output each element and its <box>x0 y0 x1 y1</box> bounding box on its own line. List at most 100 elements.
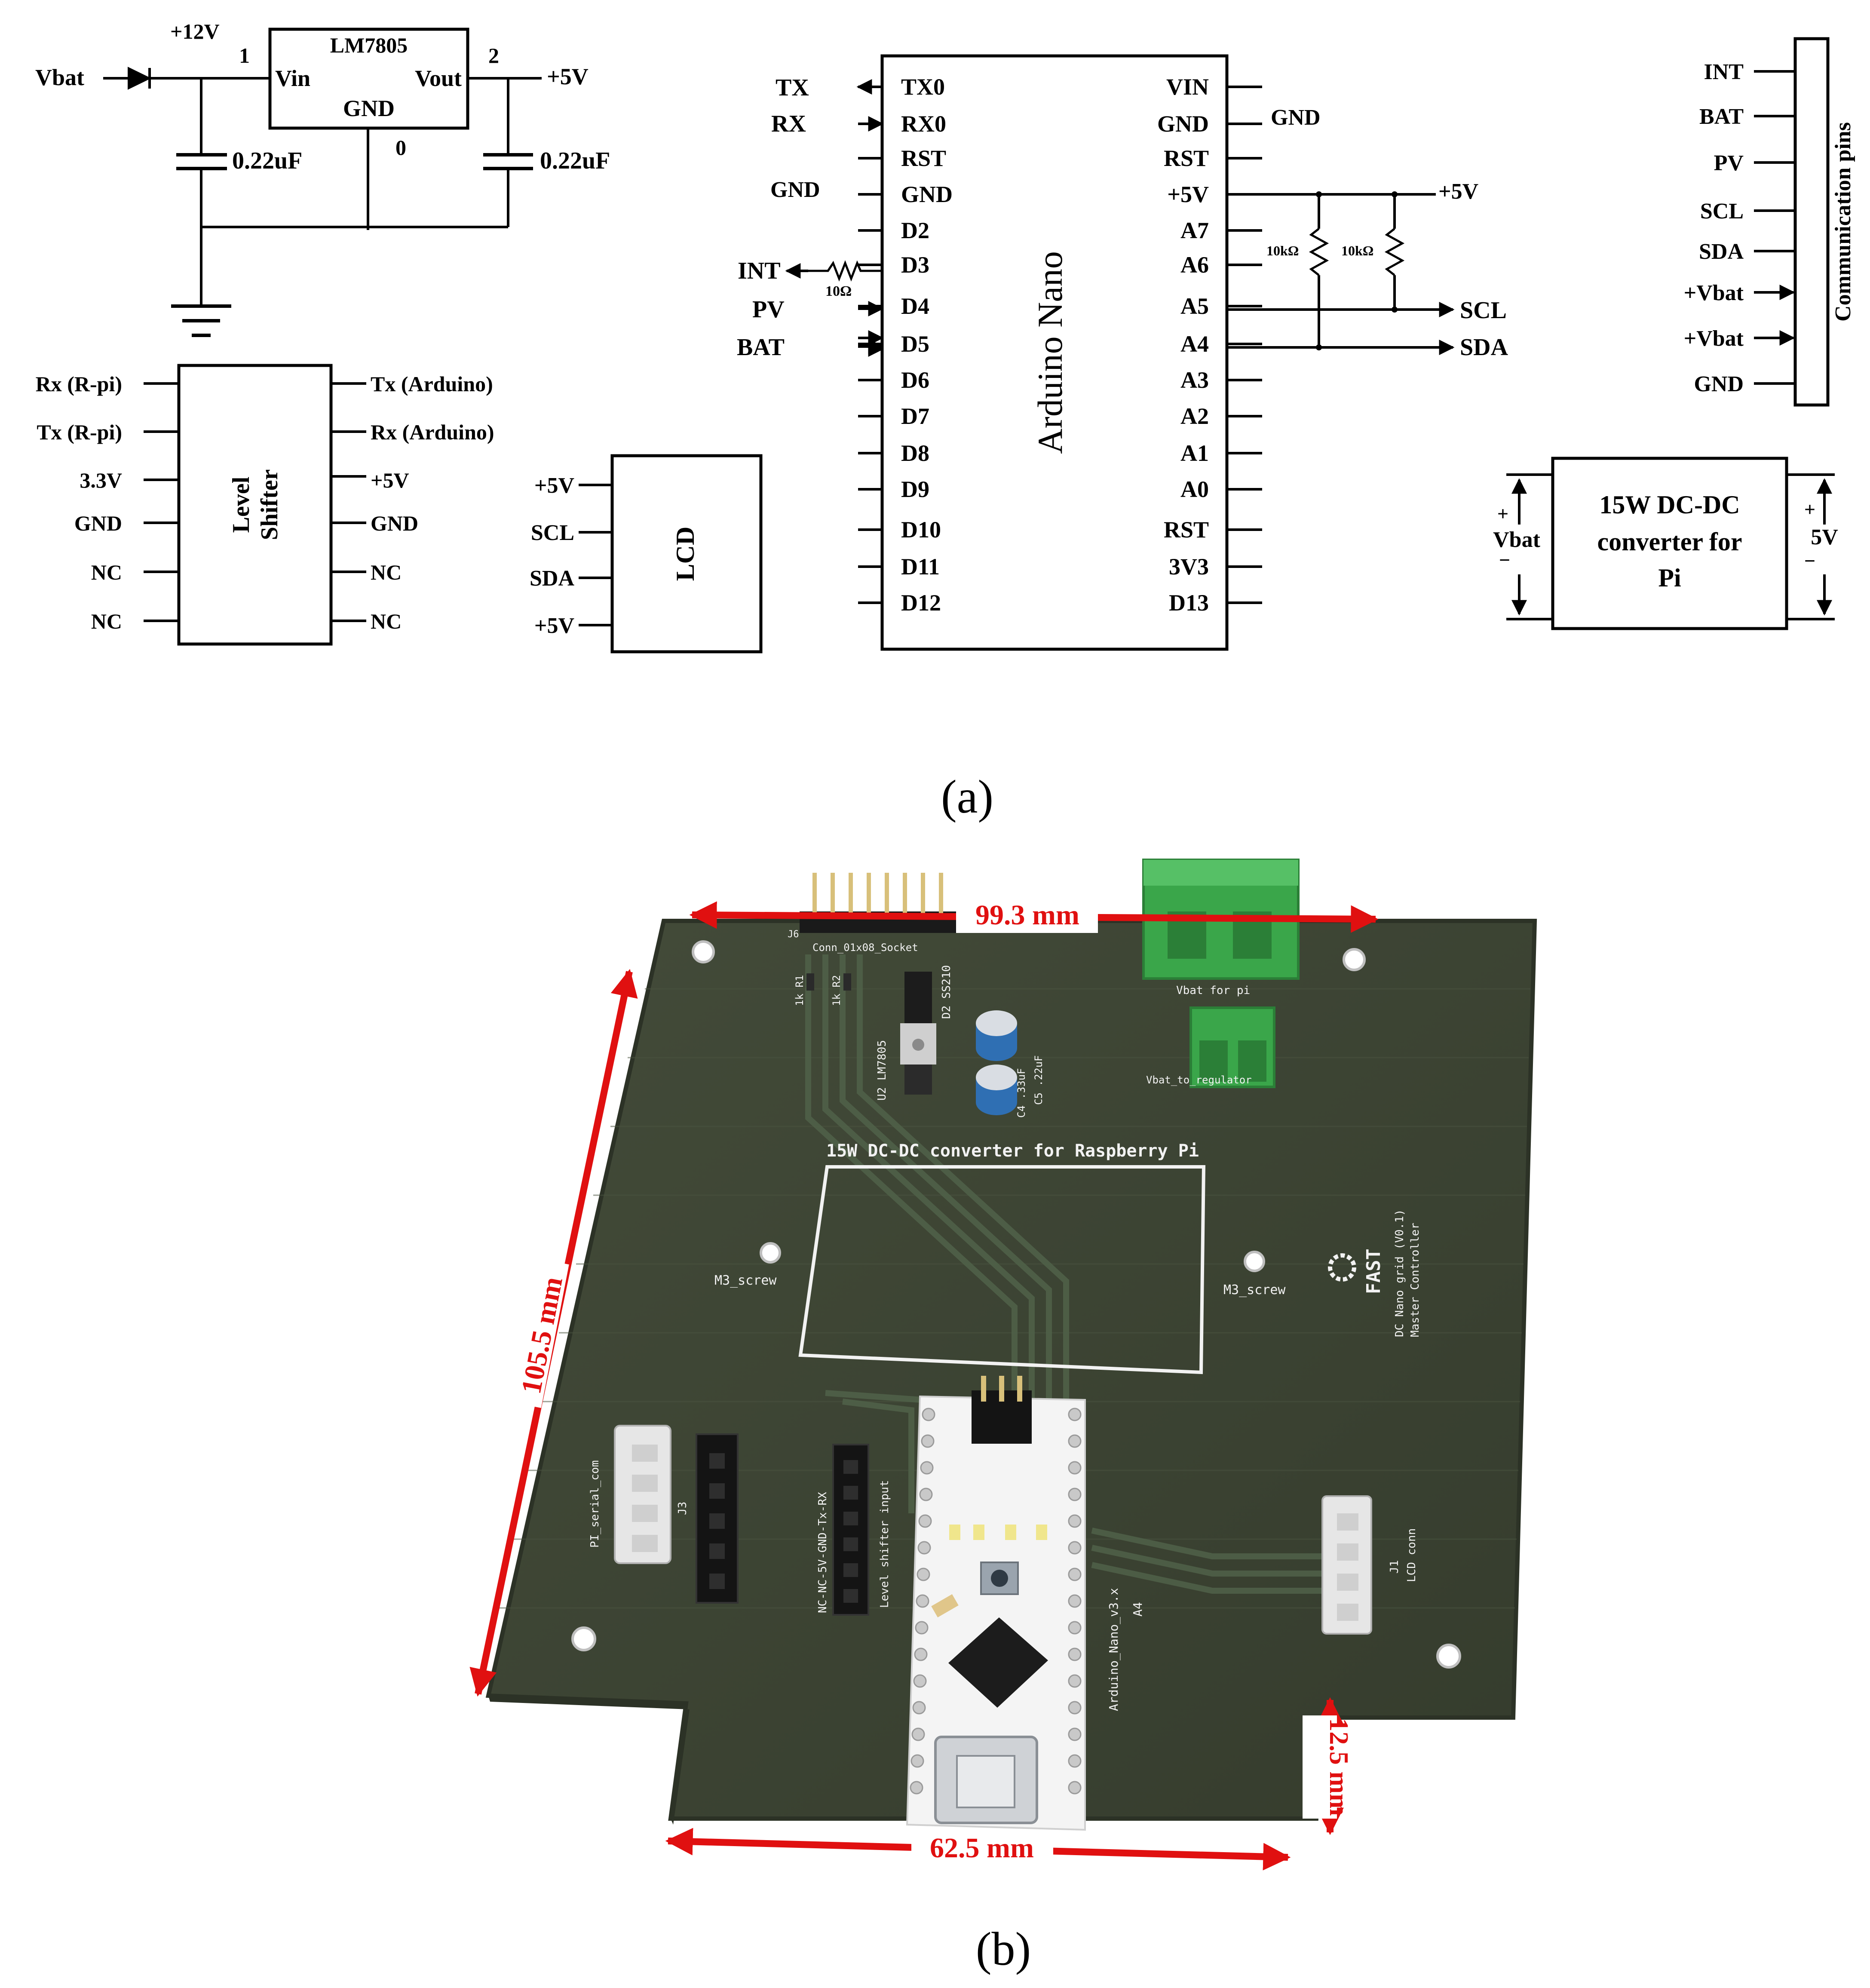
c4-label: C4 .33uF <box>1015 1068 1027 1118</box>
nano-pin <box>911 1727 925 1741</box>
j1-label: J1 <box>1388 1560 1401 1574</box>
caption-b: (b) <box>976 1923 1031 1975</box>
dc-dc-converter <box>1506 457 1835 630</box>
nano-pin <box>921 1434 935 1448</box>
j3-label: J3 <box>676 1502 689 1515</box>
arduino-left-pin-label: D7 <box>901 403 929 429</box>
mounting-hole <box>1436 1644 1461 1669</box>
regulator-ref-label: U2 LM7805 <box>876 1040 889 1101</box>
level-shifter-left-pin-label: GND <box>74 511 122 535</box>
comm-pin-label: SCL <box>1700 199 1744 224</box>
nano-pin <box>1068 1568 1082 1581</box>
nano-pin <box>1068 1461 1082 1475</box>
nano-pin <box>913 1674 927 1688</box>
r2-label: 1k R2 <box>831 975 843 1006</box>
level-shifter-right-pin-label: GND <box>371 511 418 535</box>
arduino-left-pin-label: D11 <box>901 554 940 580</box>
lcd-pin-label: SCL <box>531 521 574 545</box>
level-shifter-title-1: Level <box>228 477 254 533</box>
nano-pin <box>1068 1647 1082 1661</box>
nano-pin <box>916 1594 929 1608</box>
arduino-left-pin-label: D2 <box>901 218 929 243</box>
comm-pin-label: BAT <box>1699 104 1744 129</box>
arduino-right-pin-label: A5 <box>1180 293 1209 319</box>
nano-pin <box>1068 1514 1082 1528</box>
arduino-right-pin-label: VIN <box>1166 74 1209 100</box>
nano-pin <box>1068 1488 1082 1501</box>
nano-pin <box>910 1754 924 1768</box>
dim-right-label: 12.5 mm <box>1324 1718 1353 1816</box>
arduino-right-pin-label: A0 <box>1180 476 1209 502</box>
nano-pin <box>920 1461 934 1475</box>
signal-gnd-left: GND <box>770 178 820 202</box>
pullup-resistor-1 <box>1309 228 1329 276</box>
regulator-pin1: 1 <box>239 43 250 67</box>
level-shifter-title-2: Shifter <box>256 469 283 540</box>
comm-pin-label: +Vbat <box>1684 281 1744 305</box>
comm-title: Communication pins <box>1831 122 1855 322</box>
regulator-gnd-label: GND <box>343 95 395 121</box>
regulator-vout-label: Vout <box>415 65 462 91</box>
arduino-right-pin-label: A1 <box>1180 440 1209 466</box>
screw-label-left: M3_screw <box>714 1273 777 1288</box>
comm-pin-label: PV <box>1714 151 1744 175</box>
arduino-left-pin-label: GND <box>901 181 953 207</box>
converter-line3: Pi <box>1658 564 1681 592</box>
nano-pin <box>918 1514 932 1528</box>
resistor-r1 <box>806 973 814 991</box>
capacitor-c4 <box>976 1065 1017 1115</box>
nano-pin <box>1068 1541 1082 1555</box>
pullup-2-label: 10kΩ <box>1341 243 1373 258</box>
fast-logo: FAST DC Nano grid (V0.1) Master Controll… <box>1328 1209 1422 1337</box>
mounting-hole <box>692 940 715 963</box>
nano-pin <box>917 1568 930 1581</box>
lcd-pin-label: +5V <box>534 473 574 498</box>
converter-vbat: Vbat <box>1493 528 1540 552</box>
int-resistor-label: 10Ω <box>825 283 852 299</box>
header-name-label: Conn_01x08_Socket <box>812 942 918 954</box>
arduino-right-pin-label: RST <box>1164 145 1209 171</box>
arduino-left-pin-label: D9 <box>901 476 929 502</box>
cap-in-label: 0.22uF <box>232 147 302 174</box>
nano-pin <box>1068 1754 1082 1768</box>
terminal-vbat-regulator <box>1189 1006 1275 1088</box>
lcd-conn-label: LCD conn <box>1405 1528 1418 1582</box>
level-shifter-left-pin-label: NC <box>91 560 122 584</box>
arduino-left-pin-label: D5 <box>901 331 929 357</box>
arduino-left-pin-label: D6 <box>901 367 929 393</box>
pi-serial-label: PI_serial_com <box>589 1460 601 1548</box>
nano-pin <box>1068 1674 1082 1688</box>
arduino-right-pin-label: 3V3 <box>1169 554 1209 580</box>
arduino-right-pin-label: A6 <box>1180 252 1209 278</box>
a4-label: A4 <box>1131 1602 1145 1617</box>
level-shifter-left-pin-label: Tx (R-pi) <box>37 420 122 444</box>
header-pin <box>831 873 835 914</box>
arduino-title: Arduino Nano <box>1030 251 1070 454</box>
comm-pins-box <box>1793 37 1830 407</box>
arduino-right-pin-label: RST <box>1164 517 1209 543</box>
converter-box <box>1551 457 1788 630</box>
pcb-board-edge <box>488 1696 690 1825</box>
lcd-pin-label: SDA <box>530 566 574 591</box>
nano-pin <box>910 1781 923 1795</box>
header-pin <box>812 873 817 914</box>
signal-int: INT <box>738 258 781 284</box>
nano-pin <box>922 1408 935 1421</box>
dim-bottom-label: 62.5 mm <box>930 1832 1034 1864</box>
header-pin <box>939 873 943 914</box>
header-ref-label: J6 <box>788 929 799 940</box>
nano-pin <box>917 1541 931 1555</box>
level-shifter <box>144 364 366 646</box>
level-shifter-right-pin-label: Tx (Arduino) <box>371 372 493 396</box>
panel-a-labels: LM7805 Vin Vout GND 1 2 0 +12V Vbat +5V … <box>35 19 1855 638</box>
level-shifter-right-pin-label: +5V <box>371 468 409 492</box>
lcd-connector <box>1321 1495 1372 1635</box>
signal-gnd-right: GND <box>1271 105 1321 130</box>
nano-pin <box>914 1647 928 1661</box>
arduino-right-pin-label: A4 <box>1180 331 1209 357</box>
header-pin <box>849 873 853 914</box>
